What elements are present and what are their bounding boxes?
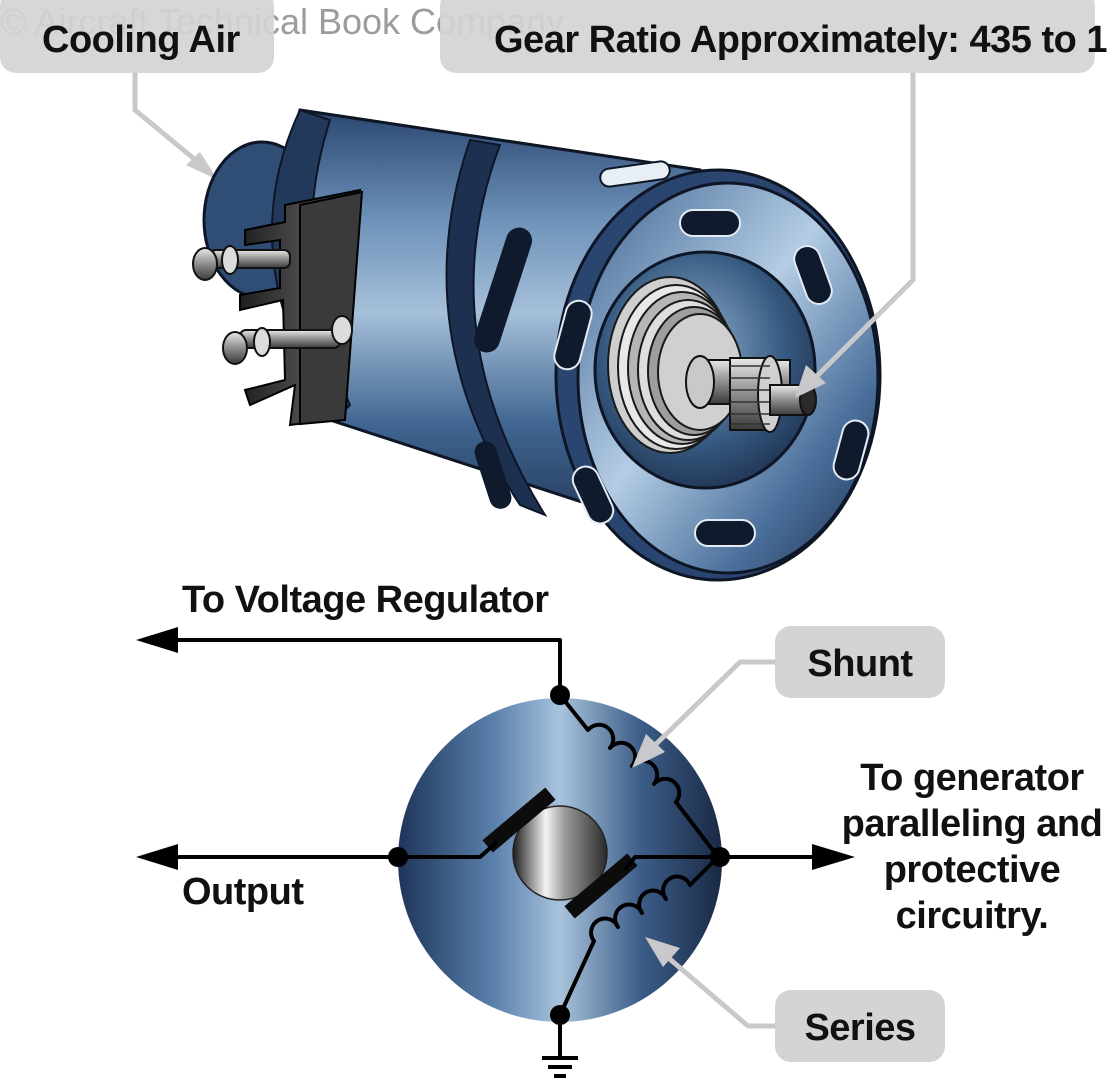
generator-label-line-1: To generator	[860, 757, 1084, 799]
terminal-stud-2	[222, 315, 353, 365]
voltage-regulator-label: To Voltage Regulator	[182, 579, 549, 621]
shunt-leader	[648, 659, 775, 752]
ground-symbol	[542, 1056, 578, 1078]
gear-ratio-leader	[795, 73, 916, 398]
series-leader	[663, 953, 775, 1029]
generator-arrow	[812, 844, 855, 870]
series-arrowhead	[645, 937, 680, 967]
cooling-air-callout-box	[0, 0, 274, 73]
voltage-regulator-wire	[175, 638, 562, 695]
terminal-plate	[299, 190, 364, 426]
voltage-regulator-arrow	[136, 627, 178, 653]
generator-destination-label: To generator paralleling and protective …	[842, 757, 1103, 937]
junction-left	[388, 847, 408, 867]
generator-label-line-3: protective	[884, 849, 1061, 891]
shunt-callout: Shunt	[632, 626, 945, 768]
right-brush-lead	[623, 855, 718, 872]
cooling-air-callout: Cooling Air	[0, 0, 274, 180]
series-label: Series	[804, 1007, 915, 1049]
cooling-air-leader	[132, 73, 212, 174]
left-brush-lead	[398, 840, 499, 859]
vent-slot-upper	[473, 227, 533, 353]
output-label: Output	[182, 871, 304, 913]
armature	[512, 805, 608, 901]
gear-ratio-callout: Gear Ratio Approximately: 435 to 1	[440, 0, 1108, 73]
mounting-slots	[553, 209, 870, 547]
series-coil	[558, 855, 720, 1016]
junction-top	[550, 685, 570, 705]
generator-label-line-4: circuitry.	[896, 895, 1049, 937]
wiring-schematic	[136, 627, 855, 1078]
junction-right	[710, 847, 730, 867]
series-callout: Series	[645, 937, 945, 1062]
gear-ratio-label: Gear Ratio Approximately: 435 to 1	[494, 19, 1107, 61]
brush-right	[564, 853, 638, 919]
vent-slot-top	[599, 160, 671, 188]
output-arrow	[136, 844, 178, 870]
series-callout-box	[775, 990, 945, 1062]
cooling-air-arrowhead	[186, 152, 218, 180]
vent-slot-lower	[474, 441, 512, 509]
cooling-air-label: Cooling Air	[42, 19, 241, 61]
shunt-label: Shunt	[807, 643, 913, 685]
shunt-coil	[558, 693, 720, 859]
generator-label-line-2: paralleling and	[842, 803, 1103, 845]
housing-band	[445, 138, 548, 518]
shaft-base	[685, 355, 715, 409]
brush-left	[482, 787, 556, 853]
gear-ratio-callout-box	[440, 0, 1095, 73]
shunt-callout-box	[775, 626, 945, 698]
junction-bottom	[550, 1005, 570, 1025]
shunt-arrowhead	[632, 734, 665, 768]
starter-generator-illustration	[192, 108, 882, 582]
terminal-stud-1	[192, 245, 291, 281]
